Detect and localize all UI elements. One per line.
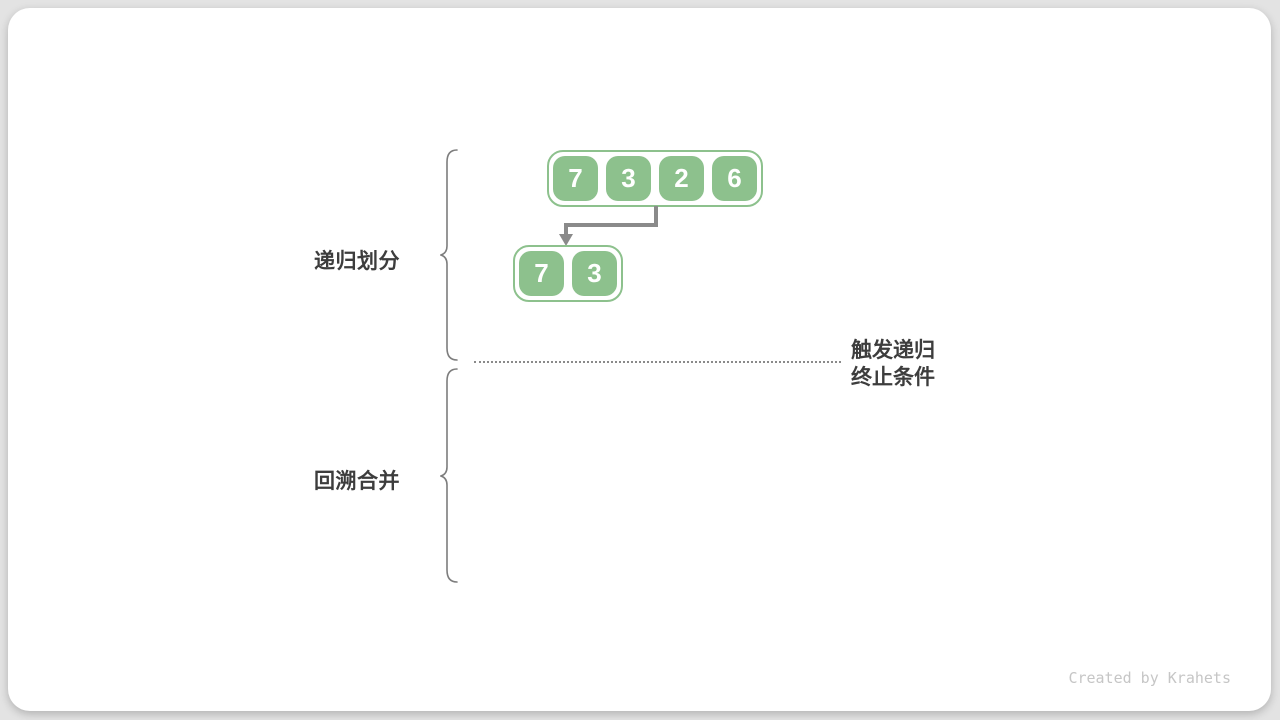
array-cell: 7 bbox=[553, 156, 598, 201]
array-bottom: 7 3 bbox=[513, 245, 623, 302]
phase-label-backtrack-merge: 回溯合并 bbox=[314, 470, 400, 493]
termination-annotation-line1: 触发递归 bbox=[851, 339, 935, 362]
curly-brace-backtrack-merge bbox=[440, 368, 458, 583]
watermark: Created by Krahets bbox=[1068, 669, 1231, 687]
phase-label-recursive-divide: 递归划分 bbox=[314, 250, 400, 273]
array-cell: 3 bbox=[572, 251, 617, 296]
divide-arrow-icon bbox=[559, 206, 658, 246]
array-cell: 7 bbox=[519, 251, 564, 296]
curly-brace-recursive-divide bbox=[440, 149, 458, 361]
termination-annotation-line2: 终止条件 bbox=[851, 366, 935, 389]
termination-dotted-line bbox=[474, 361, 841, 363]
array-cell: 2 bbox=[659, 156, 704, 201]
array-cell: 6 bbox=[712, 156, 757, 201]
termination-annotation: 触发递归 终止条件 bbox=[851, 337, 935, 391]
diagram-card: 递归划分 回溯合并 7 3 2 6 7 3 触发递归 终止条件 Created … bbox=[8, 8, 1271, 711]
array-top: 7 3 2 6 bbox=[547, 150, 763, 207]
array-cell: 3 bbox=[606, 156, 651, 201]
